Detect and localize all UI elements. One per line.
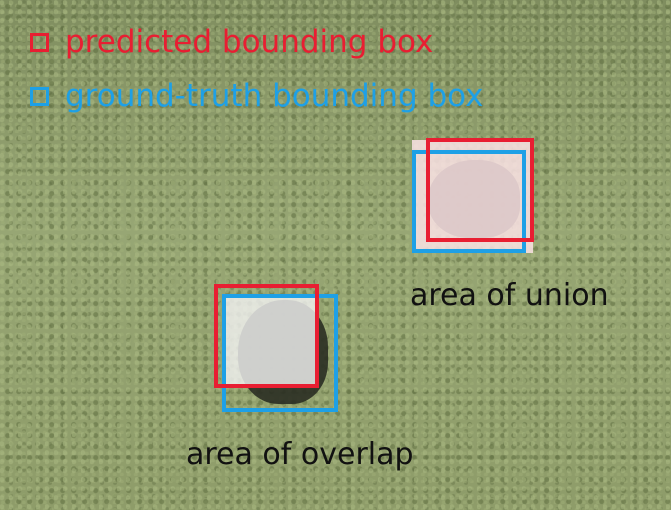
legend-predicted-label: predicted bounding box [65,24,434,60]
overlap-area-highlight [226,298,315,384]
union-predicted-box [426,138,534,242]
legend-predicted: predicted bounding box [30,24,433,60]
union-ground-truth-box [412,150,526,253]
legend-ground-truth-label: ground-truth bounding box [65,78,484,114]
overlap-predicted-box [214,284,319,388]
caption-area-of-union: area of union [410,278,609,313]
union-area-highlight [412,140,533,253]
red-square-icon [30,32,49,52]
legend-ground-truth: ground-truth bounding box [30,78,484,114]
overlap-ground-truth-box [222,294,338,412]
blue-square-icon [30,86,49,106]
caption-area-of-overlap: area of overlap [186,437,414,472]
